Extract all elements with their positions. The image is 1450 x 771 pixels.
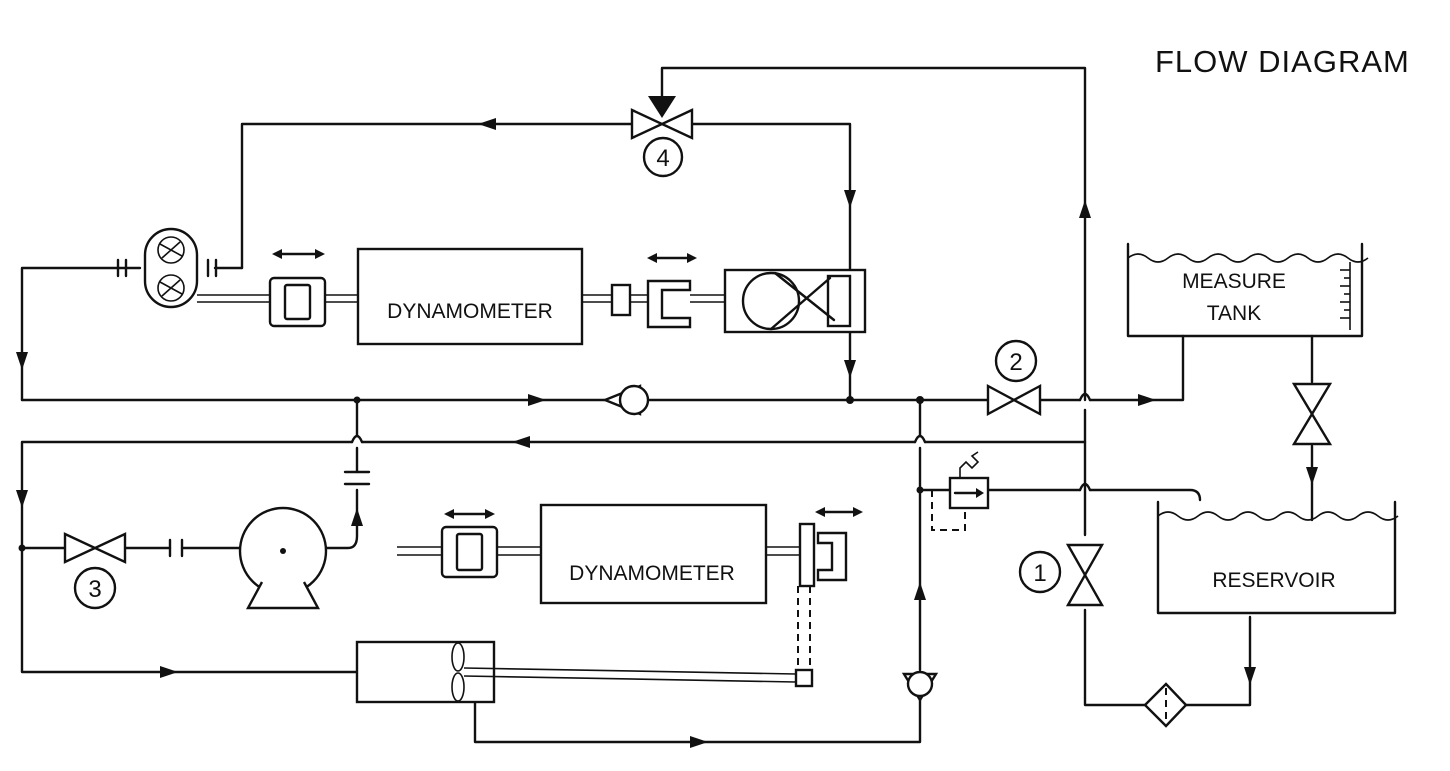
- valve-3-number: 3: [88, 576, 101, 603]
- pipe-junctions: [18, 396, 924, 552]
- dynamometer-top: DYNAMOMETER: [356, 247, 584, 346]
- diagram-title: FLOW DIAGRAM: [1155, 44, 1410, 79]
- hydraulic-motor-icon: [143, 227, 199, 309]
- valve-2-icon[interactable]: 2: [986, 339, 1042, 417]
- shaft-coupling-pump: [168, 538, 184, 558]
- valve-4-icon[interactable]: 4: [630, 96, 694, 178]
- cylinder-with-impeller-icon: [355, 640, 797, 704]
- dynamometer-top-label: DYNAMOMETER: [387, 300, 553, 323]
- torque-coupling-top: [268, 249, 327, 328]
- pulsation-damper-icon: [343, 470, 371, 486]
- pump-icon: [238, 506, 328, 610]
- valve-2-number: 2: [1009, 349, 1022, 376]
- flow-arrows: [16, 118, 1318, 748]
- coupling-block-top: [610, 283, 632, 317]
- shaft-coupling-top-left: [116, 258, 218, 278]
- tank-outlet-valve-icon[interactable]: [1291, 382, 1333, 446]
- measure-tank: MEASURE TANK: [1126, 242, 1369, 338]
- pipe-crossovers: [350, 392, 1092, 492]
- dynamometer-bottom: DYNAMOMETER: [539, 503, 768, 605]
- relief-valve-icon: [948, 451, 990, 510]
- valve-4-number: 4: [656, 145, 669, 172]
- flow-meter-top-icon: [723, 268, 867, 334]
- check-valve-main-icon: [601, 384, 650, 416]
- pulley-bottom: [794, 507, 863, 688]
- dynamometer-bottom-label: DYNAMOMETER: [569, 562, 735, 585]
- shaft-bottom: [397, 546, 800, 556]
- valve-1-icon[interactable]: 1: [1018, 543, 1105, 607]
- check-valve-bottom-icon: [901, 670, 939, 703]
- reservoir-label: RESERVOIR: [1212, 569, 1335, 592]
- measure-tank-label-1: MEASURE: [1182, 270, 1286, 293]
- measure-tank-scale: [1340, 262, 1351, 330]
- filter-icon: [1143, 682, 1188, 728]
- valve-1-number: 1: [1033, 560, 1046, 587]
- valve-3-icon[interactable]: 3: [63, 532, 127, 610]
- torque-coupling-bottom: [440, 509, 499, 579]
- clutch-top: [646, 253, 697, 329]
- measure-tank-label-2: TANK: [1207, 302, 1261, 325]
- reservoir-tank: RESERVOIR: [1156, 500, 1399, 615]
